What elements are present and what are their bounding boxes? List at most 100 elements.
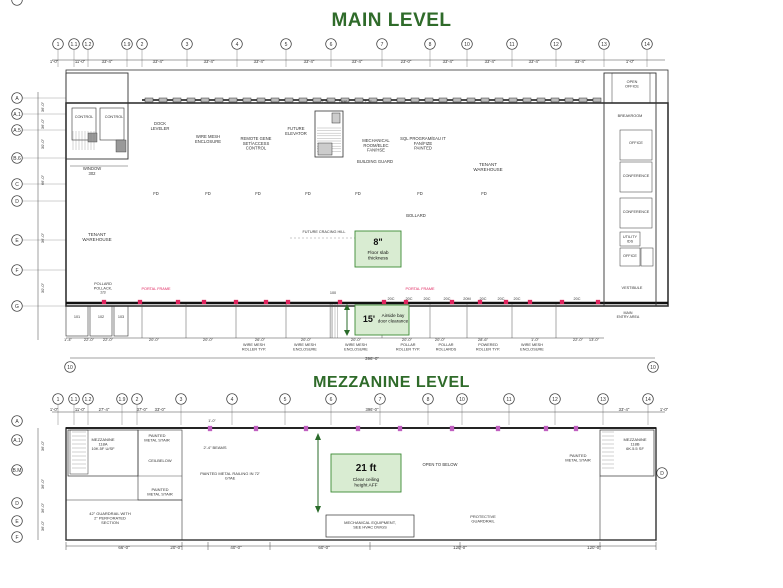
fd-marker: FD xyxy=(417,191,423,196)
dock-door xyxy=(242,97,252,103)
mezz-bottom-dimension: 60'-0" xyxy=(318,545,330,550)
callout-height-value: 21 ft xyxy=(356,463,377,474)
door-label: 20C xyxy=(444,297,451,301)
sub-dim: 1'-8" xyxy=(321,100,329,104)
dock-door xyxy=(340,97,350,103)
dock-door xyxy=(480,97,490,103)
room-number: 102 xyxy=(98,315,104,319)
dock-door xyxy=(326,97,336,103)
grid-bubble-left-G-label: G xyxy=(15,304,19,310)
mezz-grid-bubble-top-1.2-label: 1.2 xyxy=(85,397,92,403)
dock-door xyxy=(592,97,602,103)
grid-bubble-top-12-label: 12 xyxy=(553,42,559,48)
mezz-118b xyxy=(599,429,655,477)
room-103 xyxy=(113,305,129,337)
door-label: 20C xyxy=(498,297,505,301)
arrow-head xyxy=(344,304,350,310)
control-block xyxy=(65,72,129,160)
top-dimension: 33'-4" xyxy=(304,59,315,64)
mezz-top-dimension: 396'-0" xyxy=(366,407,380,412)
beam-marker xyxy=(355,425,361,432)
top-dimension: 33'-4" xyxy=(153,59,164,64)
grid-bubble-top-7-label: 7 xyxy=(381,42,384,48)
bottom-dimension: 28'-6" xyxy=(478,337,489,342)
bottom-dimension: 20'-0" xyxy=(402,337,413,342)
grid-bubble-top-10-label: 10 xyxy=(464,42,470,48)
grid-bubble-left-F-label: F xyxy=(15,268,18,274)
mezz-grid-bubble-top-1.1-circle xyxy=(68,393,80,405)
grid-bubble-left-E-circle xyxy=(11,234,23,246)
mezz-top-dimension: 11'-0" xyxy=(75,407,86,412)
portal-column xyxy=(403,299,409,305)
grid-bubble-top-5-label: 5 xyxy=(285,42,288,48)
mezz-grid-bubble-top-11-circle xyxy=(503,393,515,405)
portal-column xyxy=(263,299,269,305)
left-dimension: 30'-0" xyxy=(40,282,45,293)
grid-bubble-top-11-label: 11 xyxy=(509,42,514,48)
beam-marker xyxy=(495,425,501,432)
mezz-grid-bubble-top-5-label: 5 xyxy=(284,397,287,403)
main-level-title: MAIN LEVEL xyxy=(331,10,452,31)
top-dimension: 33'-4" xyxy=(529,59,540,64)
mezz-grid-bubble-top-6-circle xyxy=(325,393,337,405)
mezz-grid-bubble-left-G-label: G xyxy=(15,0,19,2)
portal-column xyxy=(175,299,181,305)
portal-frame-label: PORTAL FRAME xyxy=(141,287,171,291)
beam-marker xyxy=(253,425,259,432)
grid-bubble-top-1.9-label: 1.9 xyxy=(124,42,131,48)
bottom-dimension: 22'-0" xyxy=(573,337,584,342)
mezz-bottom-dimension: 120'-0" xyxy=(453,545,467,550)
dock-door xyxy=(200,97,210,103)
room-label-office: OFFICE xyxy=(623,254,637,258)
room-101 xyxy=(65,305,89,337)
dock-door xyxy=(550,97,560,103)
building-outline xyxy=(65,102,669,307)
mezz-top-dimension: 1'-0" xyxy=(660,407,669,412)
grid-bubble-top-1.9-circle xyxy=(121,38,133,50)
grid-bubble-top-3-label: 3 xyxy=(186,42,189,48)
bottom-dimension: 22'-0" xyxy=(103,337,114,342)
grid-bubble-left-F-circle xyxy=(11,264,23,276)
door-label: 20C xyxy=(388,297,395,301)
mezz-grid-bubble-top-3-label: 3 xyxy=(180,397,183,403)
small-room xyxy=(640,247,654,267)
equipment xyxy=(115,139,127,153)
grid-bubble-left-C-label: C xyxy=(15,182,19,188)
dock-door xyxy=(452,97,462,103)
grid-bubble-top-7-circle xyxy=(376,38,388,50)
mezz-grid-bubble-left-A.1-label: A.1 xyxy=(13,438,21,444)
mezz-grid-bubble-left-F-circle xyxy=(11,531,23,543)
mezz-grid-bubble-top-1.2-circle xyxy=(82,393,94,405)
grid-bubble-top-5-circle xyxy=(280,38,292,50)
grid-bubble-top-3-circle xyxy=(181,38,193,50)
grid-bubble-left-D-circle xyxy=(11,195,23,207)
bottom-dimension: 20'-0" xyxy=(301,337,312,342)
grid-bubble-top-13-label: 13 xyxy=(601,42,607,48)
overall-dimension: 396'-0" xyxy=(365,356,379,361)
dock-door xyxy=(298,97,308,103)
room-label-control: CONTROL xyxy=(75,115,94,119)
bottom-dimension: 20'-0" xyxy=(435,337,446,342)
bottom-dimension: 20'-0" xyxy=(351,337,362,342)
mech-equipment-box xyxy=(325,514,415,538)
core-equipment xyxy=(317,142,333,156)
grid-bubble-left-A.1-label: A.1 xyxy=(13,112,21,118)
grid-bubble-top-1.2-circle xyxy=(82,38,94,50)
room-label-breakroom: BREAKROOM xyxy=(618,114,643,118)
dock-door xyxy=(312,97,322,103)
mezz-label-ceil-below: CEILBELOW xyxy=(148,458,172,463)
mezz-grid-bubble-top-14-label: 14 xyxy=(645,397,651,403)
grid-bubble-left-B.6-label: B.6 xyxy=(13,156,21,162)
grid-bubble-top-14-circle xyxy=(641,38,653,50)
mezz-bottom-dimension: 20'-0" xyxy=(170,545,182,550)
